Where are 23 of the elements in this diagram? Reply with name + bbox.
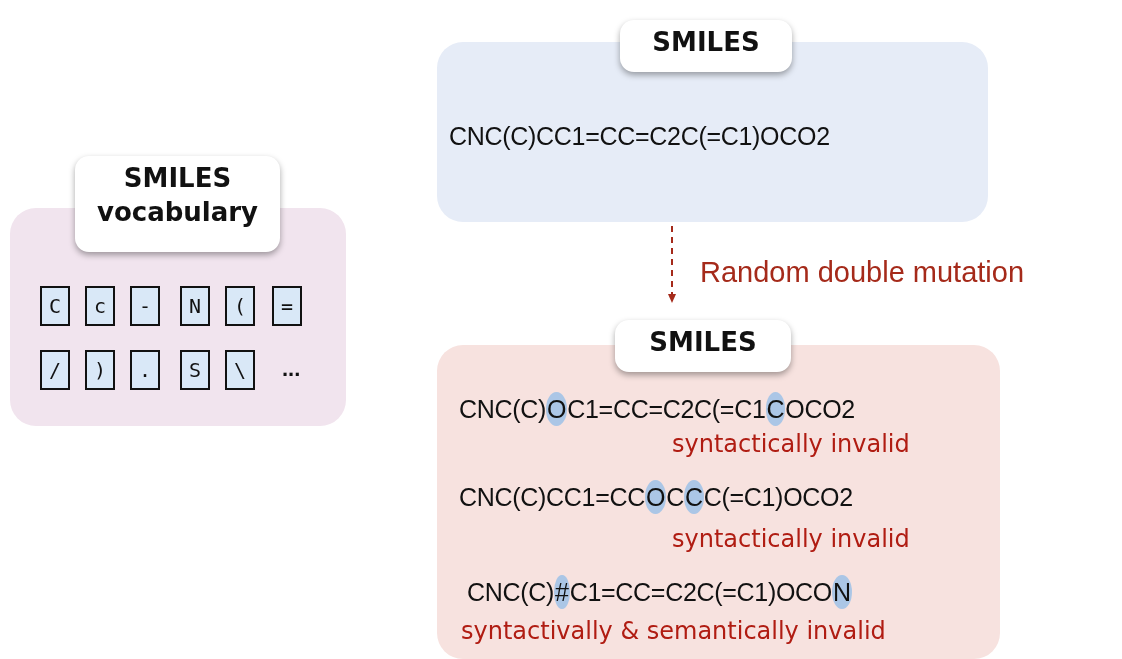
token-box: c (85, 286, 115, 326)
smiles-string: CNC(C)OC1=CC=C2C(=C1COCO2 (459, 395, 855, 424)
validity-note: syntactically invalid (672, 525, 910, 553)
panel-heading: SMILES vocabulary (75, 156, 280, 252)
token-box: S (180, 350, 210, 390)
smiles-string: CNC(C)#C1=CC=C2C(=C1)OCON (467, 578, 852, 607)
token-box: . (130, 350, 160, 390)
panel-heading: SMILES (615, 320, 791, 372)
validity-note: syntactically invalid (672, 430, 910, 458)
validity-note: syntactivally & semantically invalid (461, 617, 886, 645)
token-box: - (130, 286, 160, 326)
panel-heading: SMILES (620, 20, 792, 72)
token-box: / (40, 350, 70, 390)
arrow (668, 225, 676, 303)
token-box: = (272, 286, 302, 326)
token-box: N (180, 286, 210, 326)
token-box: C (40, 286, 70, 326)
smiles-string: CNC(C)CC1=CCOCCC(=C1)OCO2 (459, 483, 853, 512)
smiles-string: CNC(C)CC1=CC=C2C(=C1)OCO2 (449, 122, 830, 151)
token-box: ( (225, 286, 255, 326)
ellipsis: ... (282, 356, 301, 382)
token-box: ) (85, 350, 115, 390)
token-box: \ (225, 350, 255, 390)
